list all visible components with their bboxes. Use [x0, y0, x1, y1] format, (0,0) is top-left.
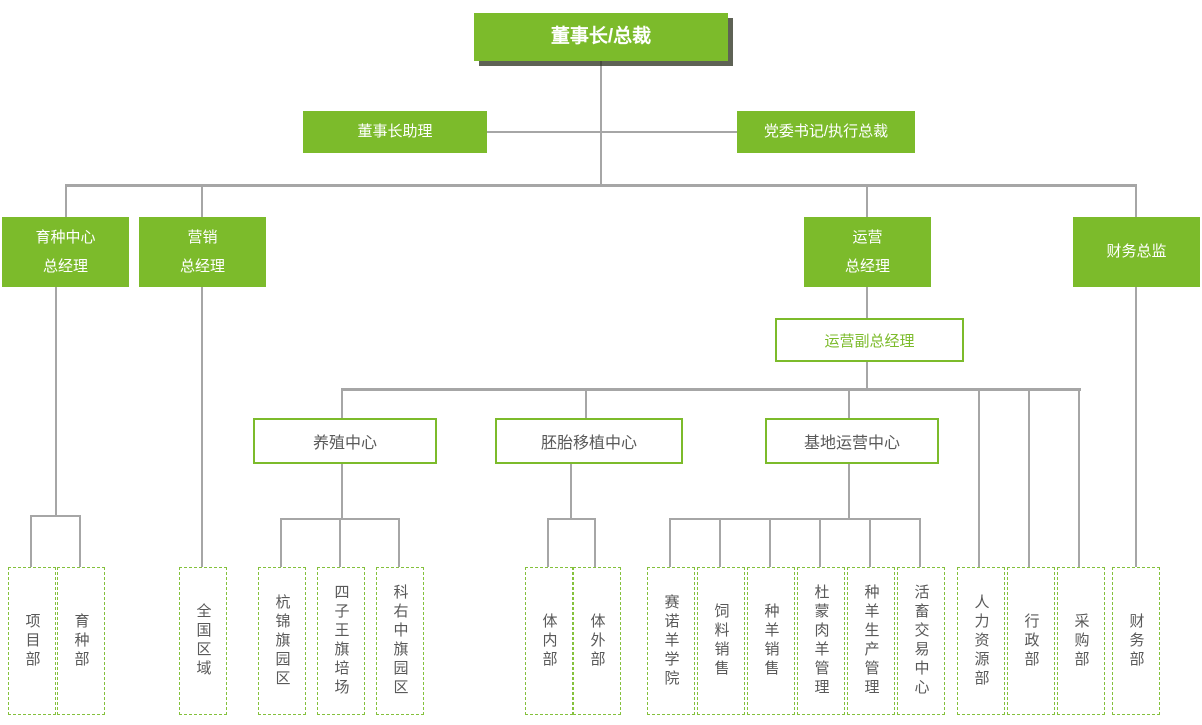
dept-label: 采购部	[1072, 612, 1090, 670]
connector-drop	[339, 518, 341, 567]
connector-drop	[547, 518, 549, 567]
node-operations-gm: 运营 总经理	[804, 217, 931, 287]
dept-label: 人力资源部	[972, 593, 990, 689]
node-dept-procurement: 采购部	[1057, 567, 1105, 715]
node-dept-finance: 财务部	[1112, 567, 1160, 715]
node-party-secretary-executive-president: 党委书记/执行总裁	[737, 111, 915, 153]
connector-level3-bar	[65, 184, 1137, 187]
dept-label: 行政部	[1022, 612, 1040, 670]
connector-drop	[585, 388, 587, 418]
node-dept-human-resources: 人力资源部	[957, 567, 1005, 715]
dept-label: 体外部	[588, 612, 606, 670]
node-deputy-operations-gm: 运营副总经理	[775, 318, 964, 362]
connector-drop	[280, 518, 282, 567]
dept-label: 项目部	[23, 612, 41, 670]
connector-drop	[769, 518, 771, 567]
connector-drop	[1028, 388, 1030, 567]
dept-label: 赛诺羊学院	[662, 593, 680, 689]
connector-drop	[1078, 388, 1080, 567]
connector-embryo-stem	[570, 460, 572, 520]
connector-drop	[719, 518, 721, 567]
connector-drop	[1135, 184, 1137, 218]
node-marketing-gm: 营销 总经理	[139, 217, 266, 287]
node-dept-breeding: 育种部	[57, 567, 105, 715]
connector-deputy-stem	[866, 358, 868, 391]
dept-label: 种羊生产管理	[862, 584, 880, 698]
node-dept-project: 项目部	[8, 567, 56, 715]
node-dept-breeding-sheep-sales: 种羊销售	[747, 567, 795, 715]
node-dept-in-vivo: 体内部	[525, 567, 573, 715]
connector-cfo-stem	[1135, 287, 1137, 567]
dept-label: 杜蒙肉羊管理	[812, 584, 830, 698]
dept-label: 科右中旗园区	[391, 584, 409, 698]
node-dept-in-vitro: 体外部	[573, 567, 621, 715]
connector-drop	[79, 515, 81, 567]
connector-drop	[341, 388, 343, 418]
node-embryo-transfer-center: 胚胎移植中心	[495, 418, 683, 464]
connector-marketing-stem	[201, 287, 203, 567]
node-dept-sainuo-sheep-academy: 赛诺羊学院	[647, 567, 695, 715]
dept-label: 体内部	[540, 612, 558, 670]
connector-level4-bar	[342, 388, 1081, 391]
node-cfo: 财务总监	[1073, 217, 1200, 287]
node-base-operations-center: 基地运营中心	[765, 418, 939, 464]
connector-root-stem	[600, 61, 602, 186]
node-dept-siziwang-banner-farm: 四子王旗培场	[317, 567, 365, 715]
node-dept-national-region: 全国区域	[179, 567, 227, 715]
connector-farming-stem	[341, 460, 343, 520]
connector-drop	[819, 518, 821, 567]
dept-label: 种羊销售	[762, 603, 780, 679]
node-breeding-center-gm: 育种中心 总经理	[2, 217, 129, 287]
node-chairman-assistant: 董事长助理	[303, 111, 487, 153]
connector-drop	[866, 184, 868, 218]
connector-drop	[848, 388, 850, 418]
node-dept-hangjin-banner-park: 杭锦旗园区	[258, 567, 306, 715]
dept-label: 活畜交易中心	[912, 584, 930, 698]
connector-drop	[65, 184, 67, 218]
connector-base-bar	[669, 518, 921, 520]
connector-drop	[30, 515, 32, 567]
dept-label: 饲料销售	[712, 603, 730, 679]
connector-drop	[869, 518, 871, 567]
node-chairman-president: 董事长/总裁	[474, 13, 728, 61]
dept-label: 全国区域	[194, 603, 212, 679]
connector-ops-to-deputy	[866, 287, 868, 318]
node-dept-feed-sales: 饲料销售	[697, 567, 745, 715]
dept-label: 财务部	[1127, 612, 1145, 670]
node-farming-center: 养殖中心	[253, 418, 437, 464]
connector-base-stem	[848, 460, 850, 520]
connector-drop	[669, 518, 671, 567]
connector-drop	[978, 388, 980, 567]
dept-label: 杭锦旗园区	[273, 593, 291, 689]
node-dept-keyouzhong-banner-park: 科右中旗园区	[376, 567, 424, 715]
node-dept-dumeng-mutton-sheep-mgmt: 杜蒙肉羊管理	[797, 567, 845, 715]
connector-drop	[201, 184, 203, 218]
connector-staff-bar	[487, 131, 737, 133]
connector-drop	[594, 518, 596, 567]
node-dept-administration: 行政部	[1007, 567, 1055, 715]
node-dept-livestock-trading-center: 活畜交易中心	[897, 567, 945, 715]
connector-breeding-stem	[55, 287, 57, 517]
node-dept-breeding-sheep-production-mgmt: 种羊生产管理	[847, 567, 895, 715]
connector-drop	[919, 518, 921, 567]
dept-label: 四子王旗培场	[332, 584, 350, 698]
connector-drop	[398, 518, 400, 567]
dept-label: 育种部	[72, 612, 90, 670]
connector-breeding-bar	[30, 515, 81, 517]
connector-embryo-bar	[547, 518, 596, 520]
